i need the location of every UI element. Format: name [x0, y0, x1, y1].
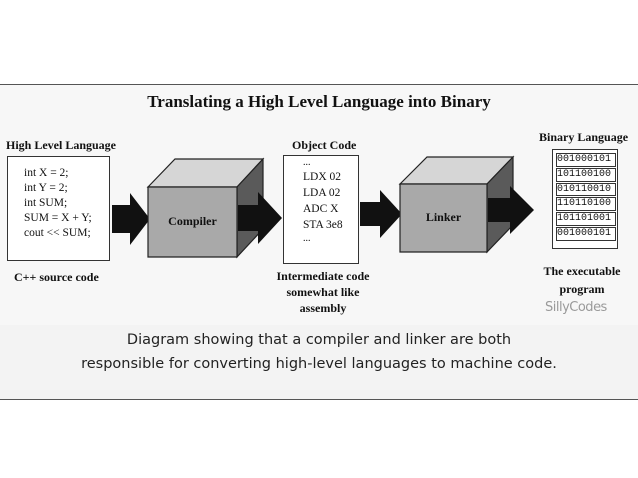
object-code-line: ... — [303, 157, 311, 168]
object-caption-line: Intermediate code — [276, 269, 370, 283]
object-code-line: ADC X — [303, 203, 339, 215]
object-caption-line: assembly — [299, 301, 347, 315]
arrow-object-to-linker — [360, 190, 402, 238]
object-code-line: LDX 02 — [303, 171, 342, 183]
binary-code-box: 001000101 101100100 010110010 110110100 … — [552, 149, 618, 249]
binary-code-line: 101101001 — [556, 212, 616, 226]
arrow-compiler-to-object — [238, 192, 282, 244]
arrow-linker-to-binary — [488, 186, 534, 234]
binary-heading: Binary Language — [539, 130, 629, 144]
object-code-box: ... LDX 02 LDA 02 ADC X STA 3e8 ... — [283, 155, 359, 264]
binary-code-line: 110110100 — [556, 197, 616, 212]
linker-cube — [398, 155, 515, 254]
source-code-line: int Y = 2; — [24, 182, 68, 194]
figure-caption: Diagram showing that a compiler and link… — [20, 328, 618, 376]
object-code-line: LDA 02 — [303, 187, 341, 199]
binary-caption-line: The executable — [543, 264, 621, 278]
compiler-cube — [146, 157, 265, 259]
object-code-line: ... — [303, 233, 311, 244]
object-caption-line: somewhat like — [286, 285, 360, 299]
object-heading: Object Code — [292, 138, 357, 152]
linker-label: Linker — [425, 210, 462, 224]
binary-code-line: 001000101 — [556, 153, 616, 167]
source-code-line: SUM = X + Y; — [24, 212, 92, 224]
caption-line: Diagram showing that a compiler and link… — [126, 332, 512, 348]
binary-code-line: 001000101 — [556, 226, 616, 241]
compiler-label: Compiler — [168, 214, 217, 228]
binary-caption: The executable program — [532, 262, 632, 298]
arrow-source-to-compiler — [112, 193, 150, 245]
source-caption: C++ source code — [14, 270, 99, 284]
diagram-title: Translating a High Level Language into B… — [147, 92, 491, 111]
caption-line: responsible for converting high-level la… — [81, 356, 557, 372]
binary-code-line: 101100100 — [556, 167, 616, 182]
binary-code-line: 010110010 — [556, 182, 616, 197]
source-code-line: int SUM; — [24, 197, 68, 209]
source-code-line: cout << SUM; — [24, 227, 91, 239]
watermark: SillyCodes — [545, 300, 607, 315]
object-caption: Intermediate code somewhat like assembly — [268, 268, 378, 316]
source-heading: High Level Language — [6, 138, 117, 152]
object-code-line: STA 3e8 — [303, 219, 343, 231]
source-code-line: int X = 2; — [24, 167, 69, 179]
binary-caption-line: program — [559, 282, 605, 296]
source-code-box: int X = 2; int Y = 2; int SUM; SUM = X +… — [7, 156, 110, 261]
